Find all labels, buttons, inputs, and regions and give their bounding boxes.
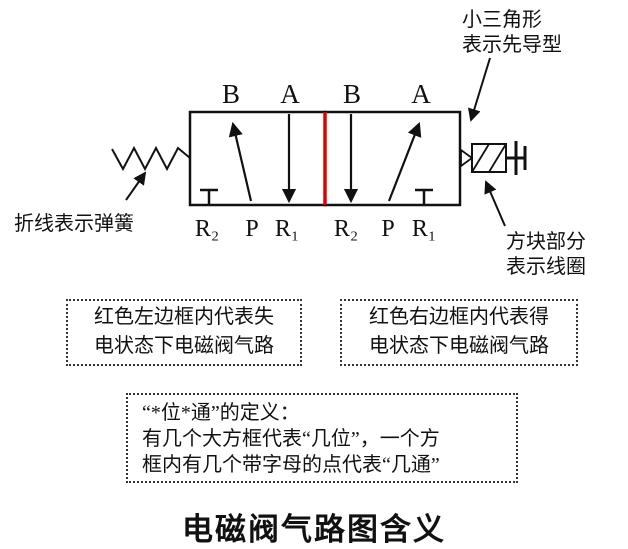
- port-label-bottom-r2-1: R₂: [195, 216, 219, 242]
- spring-annotation: 折线表示弹簧: [14, 213, 134, 235]
- port-label-top-b1: B: [222, 79, 240, 109]
- pilot-annotation-line2: 表示先导型: [462, 34, 562, 56]
- flow-arrow-p-to-a: [387, 122, 422, 202]
- coil-box-icon: [471, 143, 507, 173]
- pilot-annotation: 小三角形 表示先导型: [462, 8, 562, 58]
- pilot-annotation-line1: 小三角形: [462, 9, 542, 31]
- pilot-pointer-arrow: [468, 57, 491, 122]
- port-label-bottom-r2-2: R₂: [334, 216, 358, 242]
- note-deenergized-state: 红色左边框内代表失 电状态下电磁阀气路: [66, 299, 302, 366]
- coil-annotation: 方块部分 表示线圈: [506, 230, 586, 280]
- note-energized-line1: 红色右边框内代表得: [369, 306, 549, 328]
- note-energized-state: 红色右边框内代表得 电状态下电磁阀气路: [340, 299, 578, 366]
- blocked-port-left-icon: [200, 188, 218, 204]
- note-definition-line3: 框内有几个带字母的点代表“几通”: [142, 454, 440, 476]
- plunger-icon: [506, 141, 527, 175]
- note-deenergized-line2: 电状态下电磁阀气路: [94, 335, 274, 357]
- note-energized-line2: 电状态下电磁阀气路: [369, 335, 549, 357]
- port-label-bottom-r1-2: R₁: [412, 216, 436, 242]
- note-definition-line2: 有几个大方框代表“几位”，一个方: [142, 428, 440, 450]
- page-title: 电磁阀气路图含义: [182, 512, 446, 547]
- port-label-bottom-p2: P: [381, 216, 394, 242]
- coil-pointer-arrow: [484, 180, 506, 227]
- blocked-port-right-icon: [415, 188, 433, 204]
- port-label-top-a2: A: [411, 79, 431, 109]
- note-definition: “*位*通”的定义： 有几个大方框代表“几位”，一个方 框内有几个带字母的点代表…: [126, 393, 518, 483]
- note-deenergized-line1: 红色左边框内代表失: [94, 306, 274, 328]
- spring-icon: [111, 145, 191, 172]
- port-label-bottom-p1: P: [245, 216, 258, 242]
- note-definition-line1: “*位*通”的定义：: [142, 402, 300, 424]
- coil-hatch: [471, 143, 507, 173]
- coil-annotation-line2: 表示线圈: [506, 256, 586, 278]
- port-label-top-b2: B: [343, 79, 361, 109]
- coil-annotation-line1: 方块部分: [506, 231, 586, 253]
- spring-pointer-arrow: [125, 171, 147, 201]
- flow-arrow-p-to-b: [228, 121, 253, 202]
- port-label-top-a1: A: [280, 79, 300, 109]
- port-label-bottom-r1-1: R₁: [275, 216, 299, 242]
- pilot-triangle-icon: [460, 148, 474, 168]
- valve-diagram: B A B A R₂ P R₁ R₂ P R₁: [111, 57, 527, 242]
